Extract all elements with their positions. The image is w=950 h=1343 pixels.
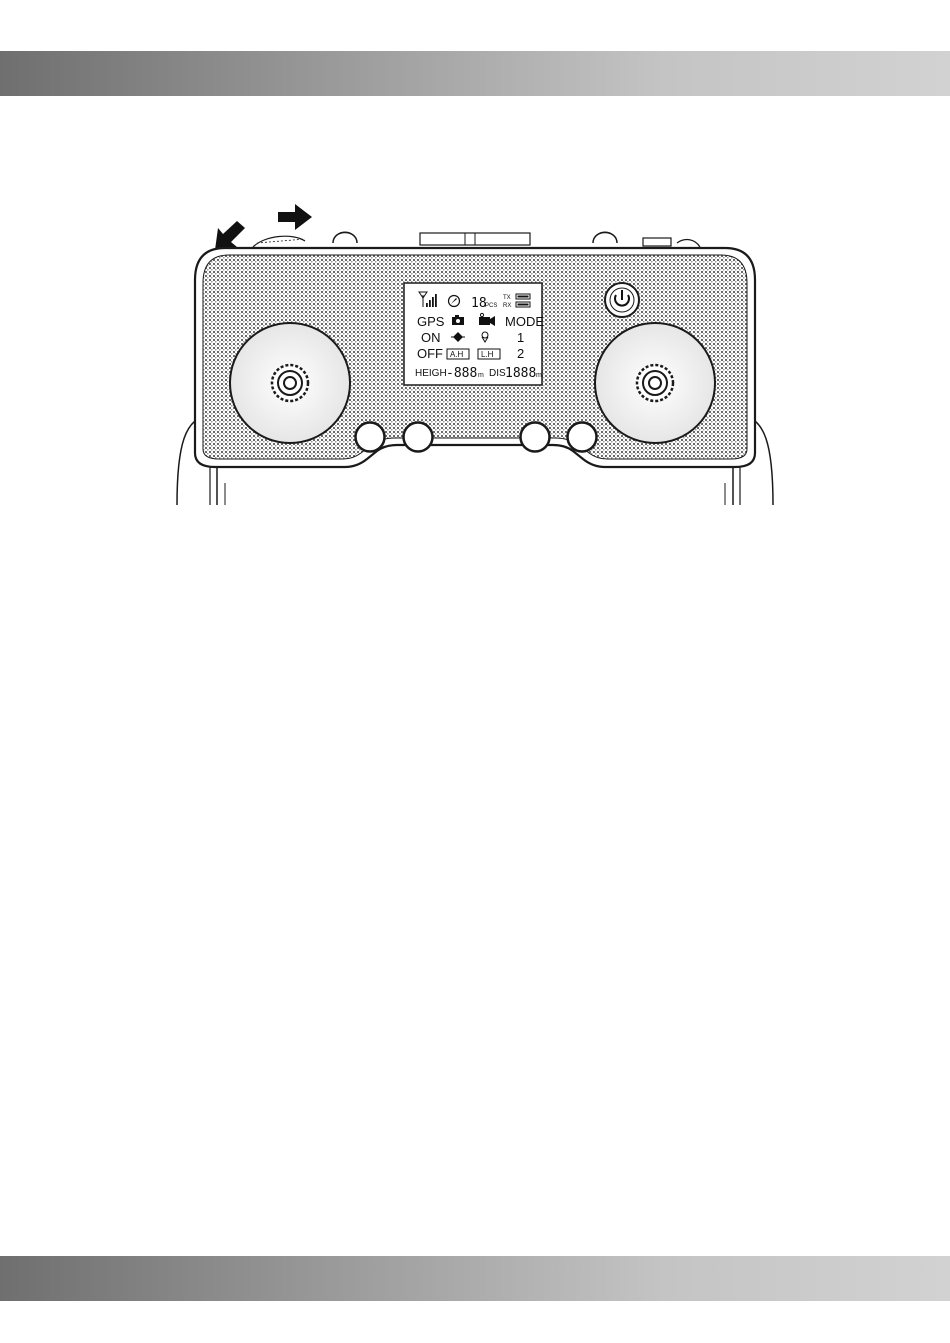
- button-4[interactable]: [568, 423, 597, 452]
- height-label: HEIGH: [415, 368, 447, 379]
- left-control-stick[interactable]: [230, 323, 350, 443]
- gps-label: GPS: [417, 314, 445, 329]
- power-button[interactable]: [605, 283, 639, 317]
- dial-direction-arrows: [215, 204, 312, 250]
- button-2[interactable]: [404, 423, 433, 452]
- distance-label: DIS: [489, 368, 506, 379]
- lcd-display: 18 PCS TX RX GPS MODE ON: [404, 283, 544, 385]
- headless-box: L.H: [481, 350, 494, 359]
- remote-controller-illustration: 18 PCS TX RX GPS MODE ON: [165, 195, 785, 510]
- distance-unit: m: [536, 372, 542, 379]
- mode-1: 1: [517, 330, 524, 345]
- on-label: ON: [421, 330, 441, 345]
- satellite-unit: PCS: [485, 303, 497, 309]
- rx-label: RX: [503, 303, 511, 309]
- height-value: -888: [446, 366, 477, 381]
- button-1[interactable]: [356, 423, 385, 452]
- footer-band: [0, 1256, 950, 1301]
- off-label: OFF: [417, 346, 443, 361]
- top-hardware: [253, 232, 700, 247]
- right-control-stick[interactable]: [595, 323, 715, 443]
- header-band: [0, 51, 950, 96]
- mode-2: 2: [517, 346, 524, 361]
- distance-value: 1888: [505, 366, 536, 381]
- tx-label: TX: [503, 295, 511, 301]
- height-unit: m: [478, 372, 484, 379]
- mode-label: MODE: [505, 314, 544, 329]
- altitude-hold-box: A.H: [450, 350, 464, 359]
- button-3[interactable]: [521, 423, 550, 452]
